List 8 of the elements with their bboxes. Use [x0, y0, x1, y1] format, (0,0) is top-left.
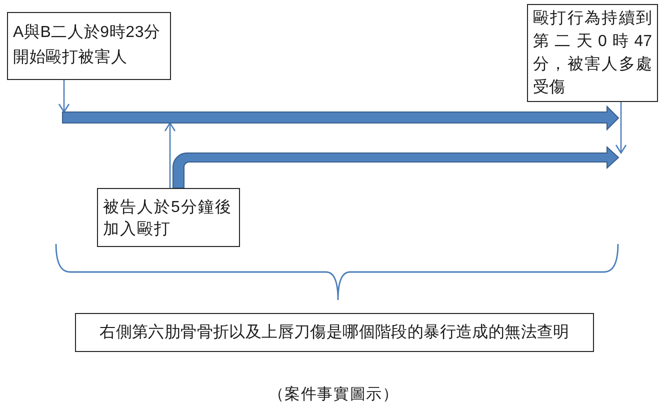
arrow — [58, 80, 70, 113]
text-box: 右側第六肋骨骨折以及上唇刀傷是哪個階段的暴行造成的無法查明 — [75, 313, 594, 352]
arrow — [164, 122, 176, 188]
text-box: 被告人於5分鐘後加入毆打 — [97, 188, 240, 247]
text-box: 毆打行為持續到第二天0時47分，被害人多處受傷 — [527, 4, 658, 102]
text-box: A與B二人於9時23分開始毆打被害人 — [7, 12, 171, 80]
caption: （案件事實圖示） — [268, 386, 399, 403]
arrow — [615, 102, 627, 154]
